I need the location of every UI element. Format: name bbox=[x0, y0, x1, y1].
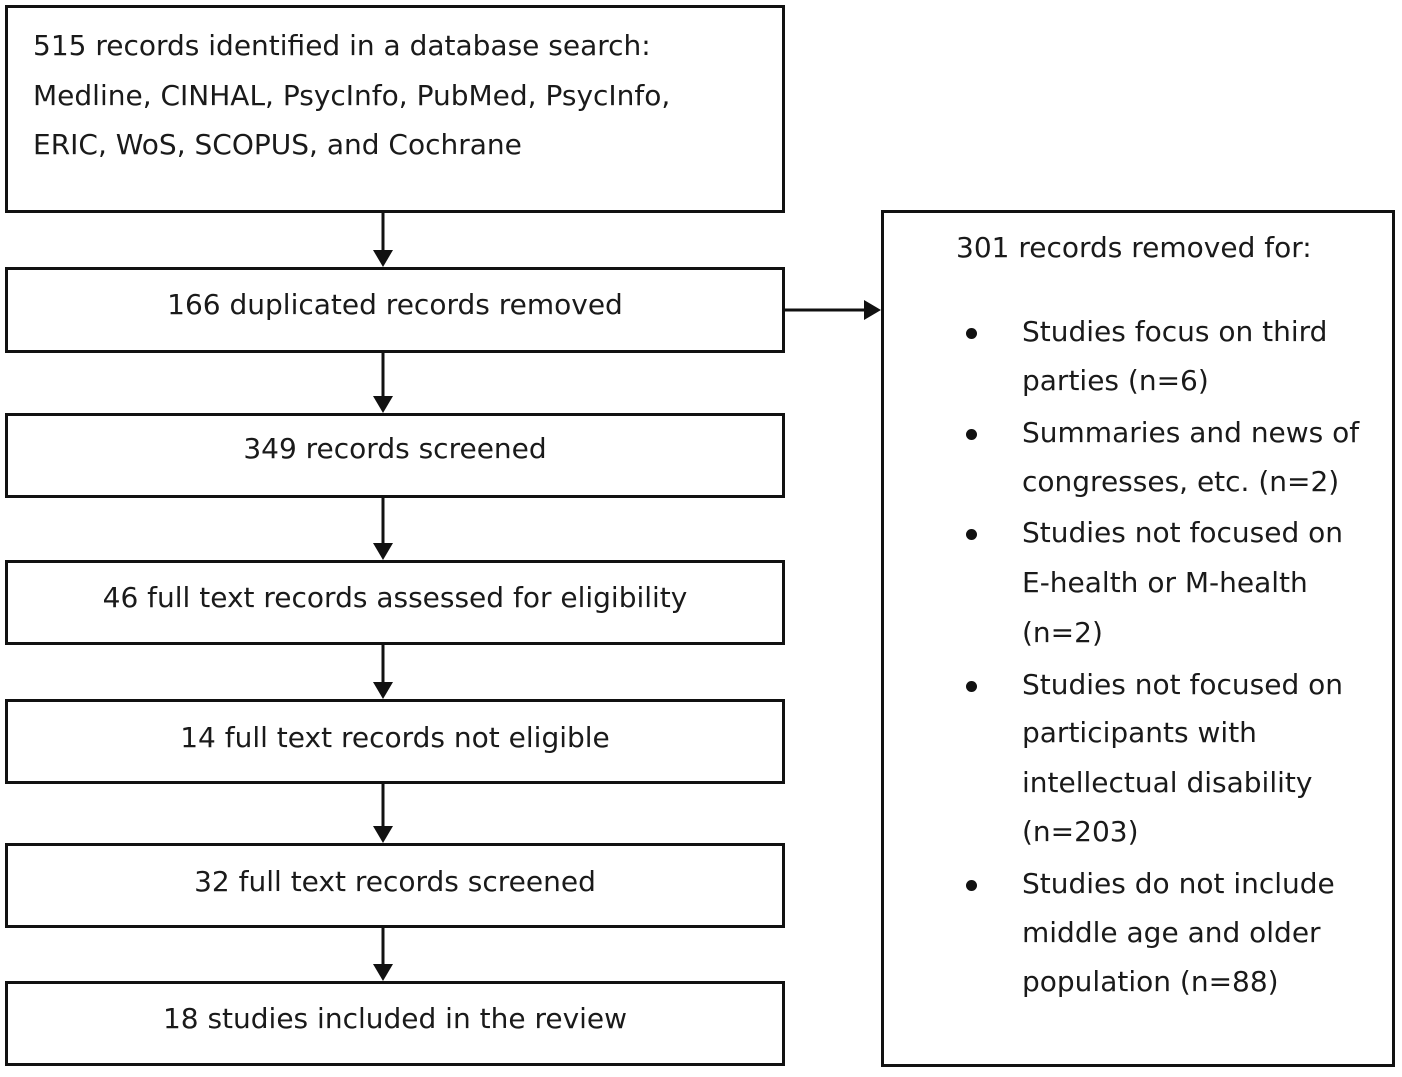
records-screened-text: 349 records screened bbox=[243, 432, 547, 465]
eligibility-assessed-text: 46 full text records assessed for eligib… bbox=[102, 581, 688, 614]
bullet-4 bbox=[966, 681, 977, 692]
exclusion-3-line-1: Studies not focused on bbox=[1022, 516, 1344, 549]
not-eligible-text: 14 full text records not eligible bbox=[180, 721, 610, 754]
arrowhead-6 bbox=[373, 964, 393, 981]
duplicates-removed-text: 166 duplicated records removed bbox=[167, 288, 623, 321]
duplicates-removed-box: 166 duplicated records removed bbox=[5, 267, 785, 353]
arrowhead-3 bbox=[373, 543, 393, 560]
exclusion-5-line-1: Studies do not include bbox=[1022, 867, 1335, 900]
arrowhead-1 bbox=[373, 250, 393, 267]
exclusions-heading: 301 records removed for: bbox=[956, 231, 1312, 264]
studies-included-box: 18 studies included in the review bbox=[5, 981, 785, 1066]
full-text-screened-box: 32 full text records screened bbox=[5, 843, 785, 928]
arrowhead-4 bbox=[373, 682, 393, 699]
exclusion-4-line-1: Studies not focused on bbox=[1022, 668, 1344, 701]
bullet-2 bbox=[966, 429, 977, 440]
search-line-2: Medline, CINHAL, PsycInfo, PubMed, PsycI… bbox=[33, 79, 671, 112]
arrowhead-side bbox=[864, 300, 881, 320]
not-eligible-box: 14 full text records not eligible bbox=[5, 699, 785, 784]
exclusions-box: 301 records removed for: Studies focus o… bbox=[881, 210, 1395, 1067]
full-text-screened-text: 32 full text records screened bbox=[194, 865, 596, 898]
bullet-5 bbox=[966, 880, 977, 891]
exclusion-1-line-1: Studies focus on third bbox=[1022, 315, 1328, 348]
exclusion-5-line-3: population (n=88) bbox=[1022, 965, 1279, 998]
arrowhead-5 bbox=[373, 826, 393, 843]
records-screened-box: 349 records screened bbox=[5, 413, 785, 498]
exclusion-3-line-3: (n=2) bbox=[1022, 616, 1103, 649]
exclusion-3-line-2: E-health or M-health bbox=[1022, 566, 1308, 599]
bullet-3 bbox=[966, 529, 977, 540]
search-line-3: ERIC, WoS, SCOPUS, and Cochrane bbox=[33, 128, 522, 161]
exclusion-2-line-1: Summaries and news of bbox=[1022, 416, 1360, 449]
arrowhead-2 bbox=[373, 396, 393, 413]
search-line-1: 515 records identified in a database sea… bbox=[33, 29, 651, 62]
exclusion-5-line-2: middle age and older bbox=[1022, 916, 1321, 949]
exclusion-4-line-4: (n=203) bbox=[1022, 815, 1139, 848]
studies-included-text: 18 studies included in the review bbox=[162, 1002, 628, 1035]
exclusion-2-line-2: congresses, etc. (n=2) bbox=[1022, 465, 1340, 498]
bullet-1 bbox=[966, 328, 977, 339]
exclusion-1-line-2: parties (n=6) bbox=[1022, 364, 1209, 397]
exclusion-4-line-2: participants with bbox=[1022, 716, 1257, 749]
search-records-box: 515 records identified in a database sea… bbox=[5, 5, 785, 213]
exclusion-4-line-3: intellectual disability bbox=[1022, 766, 1313, 799]
eligibility-assessed-box: 46 full text records assessed for eligib… bbox=[5, 560, 785, 645]
